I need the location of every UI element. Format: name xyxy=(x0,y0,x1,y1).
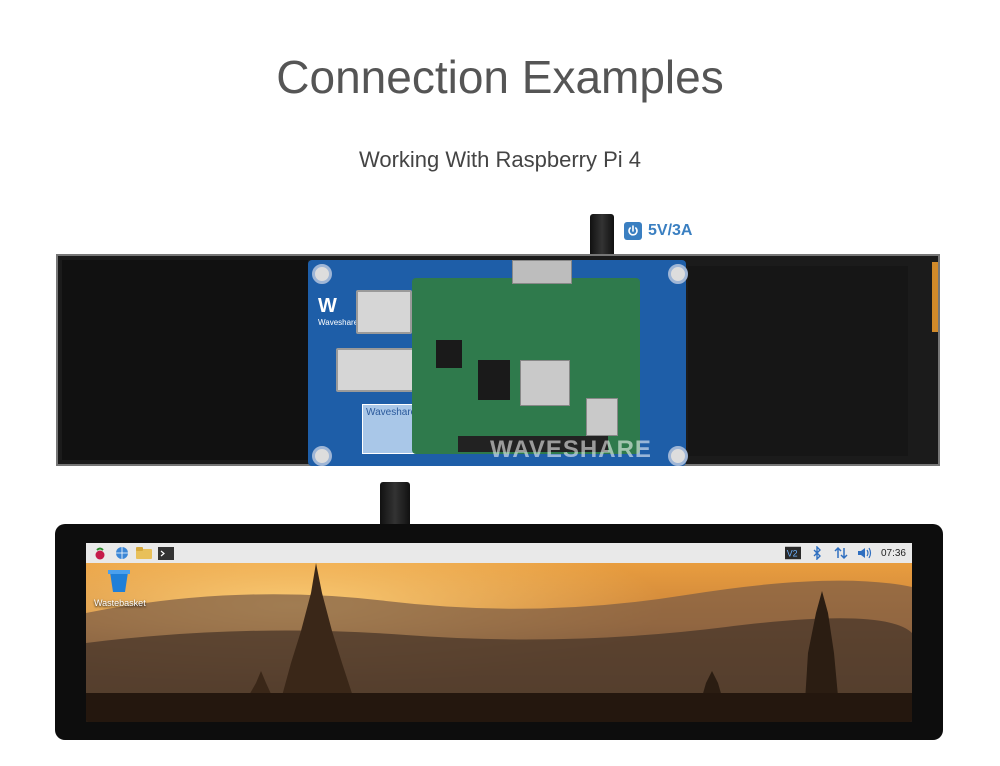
mount-hole xyxy=(312,446,332,466)
volume-icon[interactable] xyxy=(857,546,873,560)
usb-port xyxy=(356,290,412,334)
board-brand-text: Waveshare xyxy=(318,318,359,327)
folder-icon[interactable] xyxy=(136,546,152,560)
soc-chip xyxy=(520,360,570,406)
raspberry-icon[interactable] xyxy=(92,546,108,560)
chip xyxy=(436,340,462,368)
hdmi-connector xyxy=(512,260,572,284)
memory-chip xyxy=(478,360,510,400)
fabric-cover-right xyxy=(688,266,908,456)
orange-tape xyxy=(932,262,938,332)
vnc-icon[interactable]: V2 xyxy=(784,546,801,560)
connection-cable xyxy=(380,482,410,528)
wastebasket-label[interactable]: Wastebasket xyxy=(94,598,146,608)
gpio-header xyxy=(458,436,608,452)
sticker-text: Waveshare xyxy=(366,407,417,418)
waveshare-logo: W xyxy=(318,295,337,317)
wifi-shield xyxy=(586,398,618,436)
power-spec-label: 5V/3A xyxy=(648,222,693,239)
page-title: Connection Examples xyxy=(276,51,724,103)
globe-icon[interactable] xyxy=(114,546,130,560)
mount-hole xyxy=(312,264,332,284)
terminal-icon[interactable] xyxy=(158,546,174,560)
usb-port xyxy=(336,348,416,392)
taskbar-clock: 07:36 xyxy=(880,547,906,559)
page-subtitle: Working With Raspberry Pi 4 xyxy=(358,147,641,172)
svg-text:V2: V2 xyxy=(787,549,798,559)
power-spec: 5V/3A xyxy=(624,222,692,240)
watermark: WAVESHARE xyxy=(490,436,652,463)
network-icon[interactable] xyxy=(833,546,849,560)
bluetooth-icon[interactable] xyxy=(809,546,825,560)
taskbar-launchers xyxy=(92,546,174,560)
mount-hole xyxy=(668,446,688,466)
mount-hole xyxy=(668,264,688,284)
power-icon xyxy=(624,222,642,240)
taskbar-tray: V2 07:36 xyxy=(784,546,906,560)
taskbar: V2 07:36 xyxy=(86,543,912,563)
wastebasket-icon[interactable] xyxy=(104,570,134,592)
wallpaper-image xyxy=(86,543,912,722)
desktop-screen xyxy=(86,543,912,722)
fabric-cover-left xyxy=(62,260,308,460)
